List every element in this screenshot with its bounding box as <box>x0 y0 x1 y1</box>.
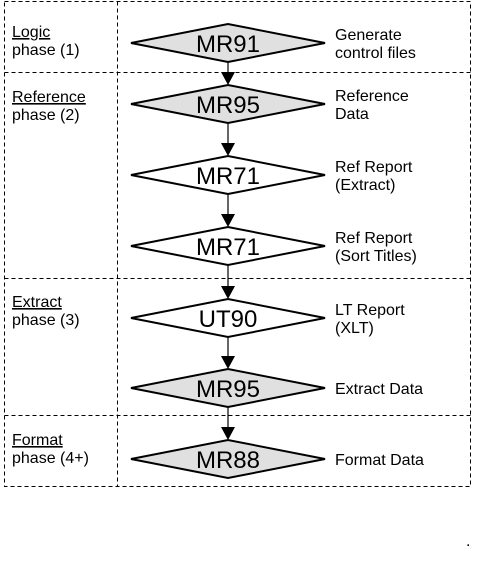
phase-label-logic: Logic phase (1) <box>12 24 80 59</box>
diagram-frame <box>4 1 471 487</box>
process-diamond <box>130 225 326 267</box>
step-code: UT90 <box>199 306 258 333</box>
step-code: MR71 <box>196 234 260 261</box>
phase-title: Logic <box>12 24 50 41</box>
phase-title: Reference <box>12 89 86 106</box>
step-code: MR88 <box>196 447 260 474</box>
phase-detail: phase (1) <box>12 42 80 59</box>
process-diamond <box>130 367 326 409</box>
step-description: Format Data <box>335 452 424 469</box>
arrowhead-icon <box>221 427 235 440</box>
step-description: Extract Data <box>335 381 423 398</box>
process-diamond <box>130 438 326 480</box>
arrowhead-icon <box>221 286 235 299</box>
phase-detail: phase (3) <box>12 312 80 329</box>
arrowhead-icon <box>221 356 235 369</box>
arrowhead-icon <box>221 72 235 85</box>
step-code: MR71 <box>196 163 260 190</box>
step-description-line: (Sort Titles) <box>335 248 417 265</box>
step-description: Ref Report(Sort Titles) <box>335 230 417 265</box>
phase-label-extract: Extract phase (3) <box>12 294 80 329</box>
step-description: LT Report(XLT) <box>335 302 405 337</box>
process-diamond <box>130 83 326 125</box>
process-diamond <box>130 154 326 196</box>
step-description-line: Generate <box>335 27 402 44</box>
arrowhead-icon <box>221 214 235 227</box>
step-code: MR91 <box>196 31 260 58</box>
step-description-line: Reference <box>335 88 409 105</box>
step-description-line: Ref Report <box>335 230 413 247</box>
step-description-line: control files <box>335 45 416 62</box>
arrowhead-icon <box>221 143 235 156</box>
step-description-line: (Extract) <box>335 177 395 194</box>
process-diamond <box>130 22 326 64</box>
process-diamond <box>130 297 326 339</box>
step-description-line: Extract Data <box>335 381 423 398</box>
step-code: MR95 <box>196 92 260 119</box>
step-description-line: Data <box>335 106 369 123</box>
step-description-line: Ref Report <box>335 159 413 176</box>
phase-detail: phase (2) <box>12 107 80 124</box>
phase-label-format: Format phase (4+) <box>12 432 89 467</box>
phase-title: Format <box>12 432 63 449</box>
step-description-line: (XLT) <box>335 320 374 337</box>
step-description: Ref Report(Extract) <box>335 159 413 194</box>
step-code: MR95 <box>196 376 260 403</box>
footer-mark: . <box>466 533 470 550</box>
step-description-line: LT Report <box>335 302 405 319</box>
phase-label-reference: Reference phase (2) <box>12 89 90 124</box>
step-description-line: Format Data <box>335 452 424 469</box>
phase-title: Extract <box>12 294 62 311</box>
phase-detail: phase (4+) <box>12 450 89 467</box>
